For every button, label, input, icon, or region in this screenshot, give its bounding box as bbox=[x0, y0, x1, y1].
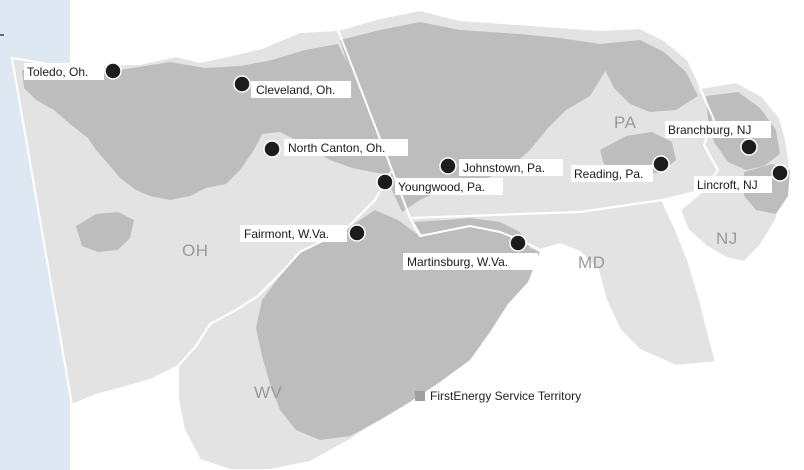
city-label-bg bbox=[571, 165, 653, 182]
state-label-nj: NJ bbox=[716, 229, 738, 248]
city-label-martinsburg: Martinsburg, W.Va. bbox=[407, 255, 508, 269]
city-label-bg bbox=[403, 253, 538, 270]
state-labels: OH PA WV MD NJ bbox=[182, 113, 738, 402]
city-label-reading: Reading, Pa. bbox=[574, 167, 643, 181]
city-label-bg bbox=[284, 139, 408, 156]
city-marker-north-canton bbox=[263, 140, 281, 158]
side-tick bbox=[0, 34, 4, 36]
city-label-johnstown: Johnstown, Pa. bbox=[463, 161, 545, 175]
state-label-pa: PA bbox=[614, 113, 637, 132]
territory-pa-northeast bbox=[600, 40, 698, 112]
city-label-youngwood: Youngwood, Pa. bbox=[398, 180, 485, 194]
legend-label: FirstEnergy Service Territory bbox=[430, 389, 581, 403]
city-label-north-canton: North Canton, Oh. bbox=[288, 141, 385, 155]
city-label-cleveland: Cleveland, Oh. bbox=[256, 83, 335, 97]
state-label-md: MD bbox=[578, 253, 605, 272]
city-label-bg bbox=[665, 121, 771, 138]
city-label-branchburg: Branchburg, NJ bbox=[668, 123, 751, 137]
city-marker-johnstown bbox=[439, 157, 457, 175]
territory-pa-west bbox=[340, 22, 606, 212]
city-marker-martinsburg bbox=[509, 234, 527, 252]
city-marker-branchburg bbox=[740, 138, 758, 156]
city-markers: Toledo, Oh. Cleveland, Oh. North Canton,… bbox=[24, 62, 789, 270]
city-marker-reading bbox=[652, 155, 670, 173]
city-label-toledo: Toledo, Oh. bbox=[27, 65, 88, 79]
state-label-wv: WV bbox=[254, 383, 283, 402]
city-label-lincroft: Lincroft, NJ bbox=[697, 178, 758, 192]
city-label-fairmont: Fairmont, W.Va. bbox=[244, 227, 329, 241]
border-oh-wv bbox=[177, 169, 393, 367]
city-marker-cleveland bbox=[233, 75, 251, 93]
state-label-oh: OH bbox=[182, 241, 209, 260]
city-marker-youngwood bbox=[376, 173, 394, 191]
city-label-bg bbox=[240, 225, 347, 242]
city-marker-lincroft bbox=[771, 164, 789, 182]
city-marker-toledo bbox=[104, 62, 122, 80]
territory-ohio-southwest bbox=[76, 212, 134, 252]
city-label-bg bbox=[395, 178, 503, 195]
city-label-bg bbox=[459, 159, 563, 176]
city-marker-fairmont bbox=[348, 224, 366, 242]
city-label-bg bbox=[251, 81, 351, 98]
legend: FirstEnergy Service Territory bbox=[415, 389, 581, 403]
city-label-bg bbox=[694, 176, 772, 193]
territory-martinsburg bbox=[414, 218, 530, 262]
legend-swatch bbox=[415, 391, 425, 401]
city-label-bg bbox=[24, 63, 104, 80]
